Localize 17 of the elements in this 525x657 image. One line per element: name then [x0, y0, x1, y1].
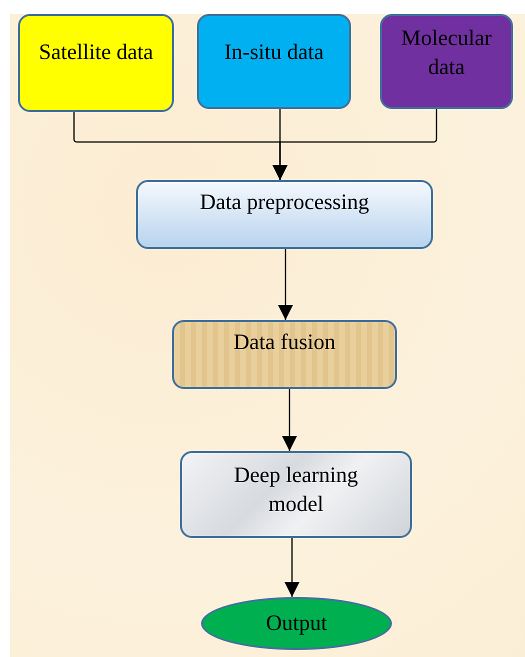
- node-label: Output: [266, 609, 328, 638]
- process-box: [136, 180, 433, 249]
- node-label: Deep learning model: [233, 461, 359, 518]
- arrow: [282, 389, 297, 451]
- process-box: [172, 320, 397, 389]
- node-label: Satellite data: [38, 38, 154, 66]
- node-label: Data preprocessing: [200, 188, 370, 216]
- arrow: [272, 109, 438, 180]
- data-source-box: [197, 14, 351, 109]
- data-source-box: [380, 14, 513, 109]
- arrow: [284, 538, 300, 597]
- data-source-box: [18, 14, 174, 112]
- arrow: [278, 249, 293, 320]
- node-label: Molecular data: [400, 24, 493, 81]
- node-label: In-situ data: [224, 38, 324, 66]
- process-box: [180, 451, 412, 538]
- node-label: Data fusion: [233, 328, 336, 356]
